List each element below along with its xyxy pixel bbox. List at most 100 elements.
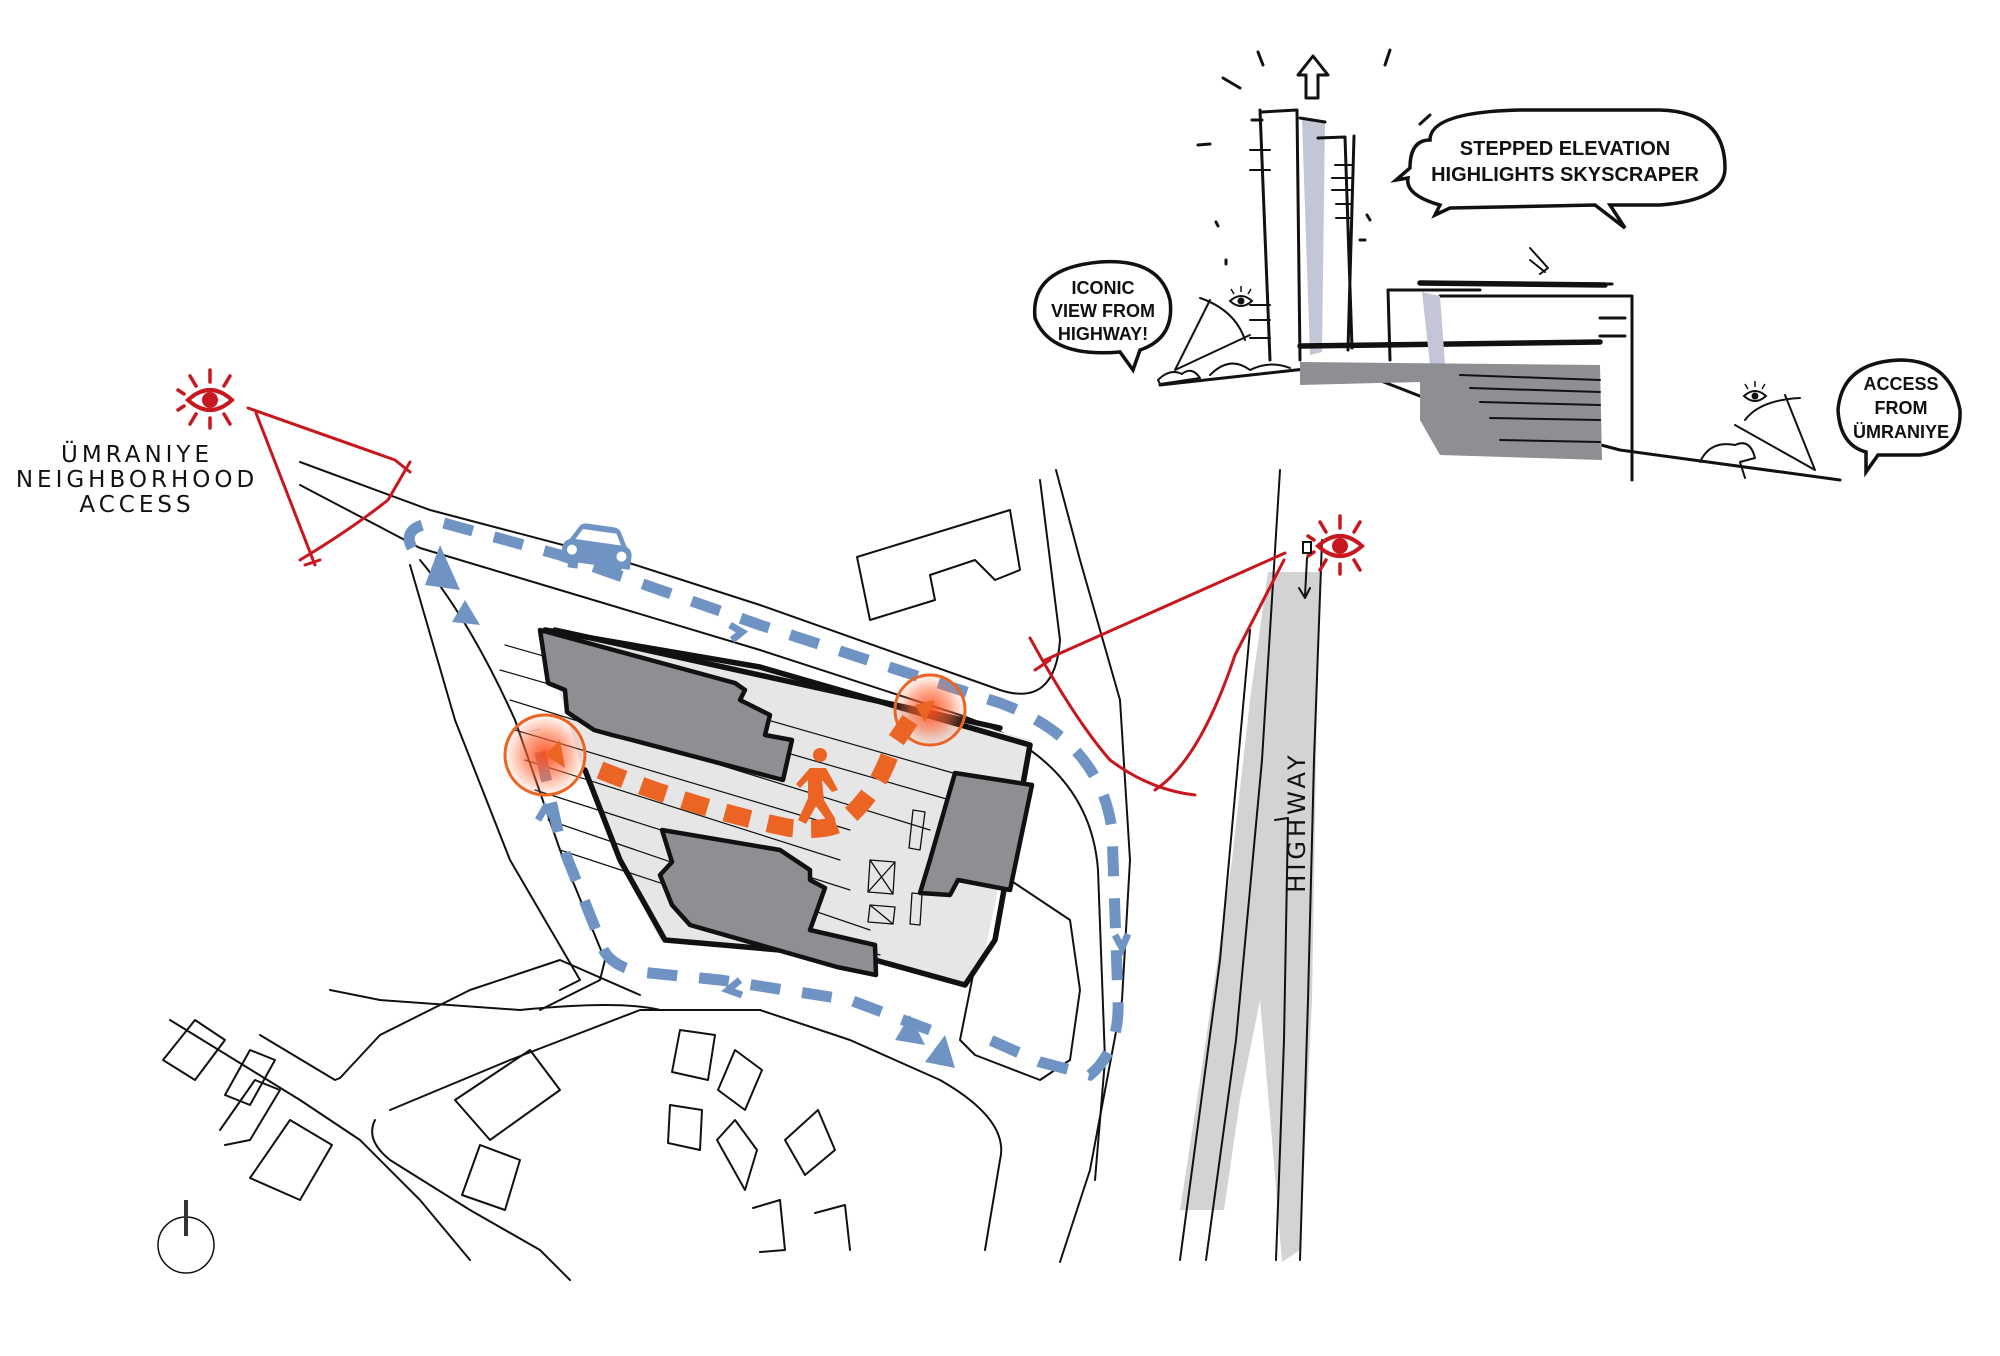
neighbor-building — [716, 1119, 758, 1191]
bubble-text: VIEW FROM — [1051, 301, 1155, 321]
bubble-text: ACCESS — [1863, 374, 1938, 394]
eye-icon — [1306, 514, 1365, 576]
down-arrow-icon — [1298, 557, 1311, 599]
planter — [867, 859, 896, 895]
view-cone-neighborhood — [246, 406, 412, 567]
view-cone-lines — [246, 406, 412, 567]
neighbor-building — [667, 1104, 703, 1151]
north-arrow-icon — [157, 1200, 215, 1274]
eye-icon — [1228, 286, 1254, 307]
tower-shaft — [1302, 120, 1325, 355]
neighbor-buildings — [162, 509, 1021, 1253]
shrub — [1699, 442, 1756, 479]
entry-triangle-icon — [452, 600, 480, 625]
roads — [169, 461, 1131, 1281]
bubble-stepped-elevation: STEPPED ELEVATION HIGHLIGHTS SKYSCRAPER — [1390, 108, 1727, 230]
highway-surface — [1180, 572, 1320, 1262]
planter — [908, 809, 926, 851]
highway-label: HIGHWAY — [1283, 751, 1311, 892]
neighbor-building — [162, 1019, 226, 1081]
building-north — [537, 627, 795, 783]
arrow-north-icon — [915, 700, 935, 722]
view-cone-tick — [1033, 658, 1052, 672]
road-sw-c — [371, 1119, 571, 1281]
bubble-access-umraniye: ACCESS FROM ÜMRANIYE — [1836, 358, 1962, 478]
highway-median — [1274, 817, 1289, 1261]
route-chevron-icon — [534, 802, 557, 822]
building-south — [657, 827, 879, 978]
road-east-outer — [1055, 469, 1131, 1263]
road-west-inner — [419, 559, 606, 1011]
vehicle-route-north-east — [403, 516, 1124, 1082]
entry-triangle-icon — [895, 1015, 925, 1045]
bubble-text: ÜMRANIYE — [1853, 422, 1949, 442]
arrow-west-icon — [545, 740, 565, 768]
pedestrian-icon — [796, 748, 838, 824]
road-curve-south — [389, 1009, 1003, 1251]
bubble-text: STEPPED ELEVATION — [1460, 138, 1670, 160]
entry-triangle-icon — [425, 545, 460, 590]
route-chevron-icon — [721, 977, 744, 999]
pedestrian-route — [503, 673, 967, 838]
building-east — [917, 770, 1035, 898]
view-cone-highway — [1028, 551, 1287, 797]
bubble-iconic-view: ICONIC VIEW FROM HIGHWAY! — [1032, 259, 1173, 374]
tower-main — [1250, 108, 1302, 362]
label-line: ACCESS — [79, 492, 194, 518]
view-cone-lines — [1028, 551, 1287, 797]
neighborhood-access-label: ÜMRANIYE NEIGHBORHOOD ACCESS — [16, 440, 258, 518]
podium-cap — [1417, 280, 1608, 288]
highway-edge-left — [1205, 469, 1281, 1261]
label-line: NEIGHBORHOOD — [16, 467, 258, 493]
speech-bubble — [1836, 358, 1962, 478]
road-west-outer — [409, 564, 581, 991]
neighbor-building — [814, 1204, 851, 1251]
tower-floor-ticks — [1249, 149, 1353, 339]
entry-ring-north — [893, 673, 967, 747]
podium-roof — [1297, 339, 1603, 349]
podium-base-lines — [1459, 374, 1601, 443]
neighbor-building — [454, 1049, 561, 1141]
shrub — [1157, 362, 1291, 385]
neighbor-building — [219, 1079, 281, 1146]
highway-edge-outer — [1179, 629, 1251, 1261]
down-arrow-icon — [1529, 247, 1549, 275]
planter — [909, 892, 923, 926]
road-sw-a — [169, 1019, 471, 1261]
highway: HIGHWAY — [1179, 469, 1323, 1262]
bubble-text: ICONIC — [1072, 278, 1135, 298]
elevation-view-cone — [1734, 394, 1816, 471]
podium-shaft — [1422, 292, 1445, 365]
neighbor-building — [224, 1049, 276, 1106]
up-arrow-icon — [1296, 54, 1330, 100]
bubble-text: FROM — [1875, 398, 1928, 418]
entry-ring-west — [503, 713, 587, 797]
neighbor-building — [249, 1119, 333, 1201]
label-line: ÜMRANIYE — [61, 440, 213, 468]
neighbor-building — [671, 1029, 716, 1081]
neighbor-building — [784, 1109, 836, 1176]
view-cone-tick — [303, 558, 322, 567]
podium-base — [1300, 362, 1602, 460]
route-chevron-icon — [1111, 932, 1132, 957]
elevation-sketch — [1157, 48, 1842, 482]
speech-bubble — [1390, 108, 1727, 230]
eye-icon — [176, 368, 235, 430]
vehicle-route-south-west — [529, 728, 932, 1036]
emphasis-rays — [1196, 48, 1432, 266]
car-icon — [560, 523, 632, 575]
entry-triangle-icon — [925, 1035, 955, 1068]
road-sw-b — [259, 959, 641, 1081]
route-chevron-icon — [728, 621, 749, 643]
neighbor-building — [856, 509, 1021, 621]
vehicle-route — [403, 516, 1132, 1082]
highway-edge-right — [1299, 539, 1323, 1261]
bubble-text: HIGHWAY! — [1058, 324, 1148, 344]
neighbor-building — [461, 1144, 521, 1211]
vehicle-marker-icon — [1302, 541, 1312, 554]
road-north-outer — [299, 461, 1061, 695]
bubble-text: HIGHLIGHTS SKYSCRAPER — [1431, 164, 1699, 186]
elevation-view-cone — [1174, 297, 1251, 371]
neighbor-building — [752, 1199, 786, 1253]
